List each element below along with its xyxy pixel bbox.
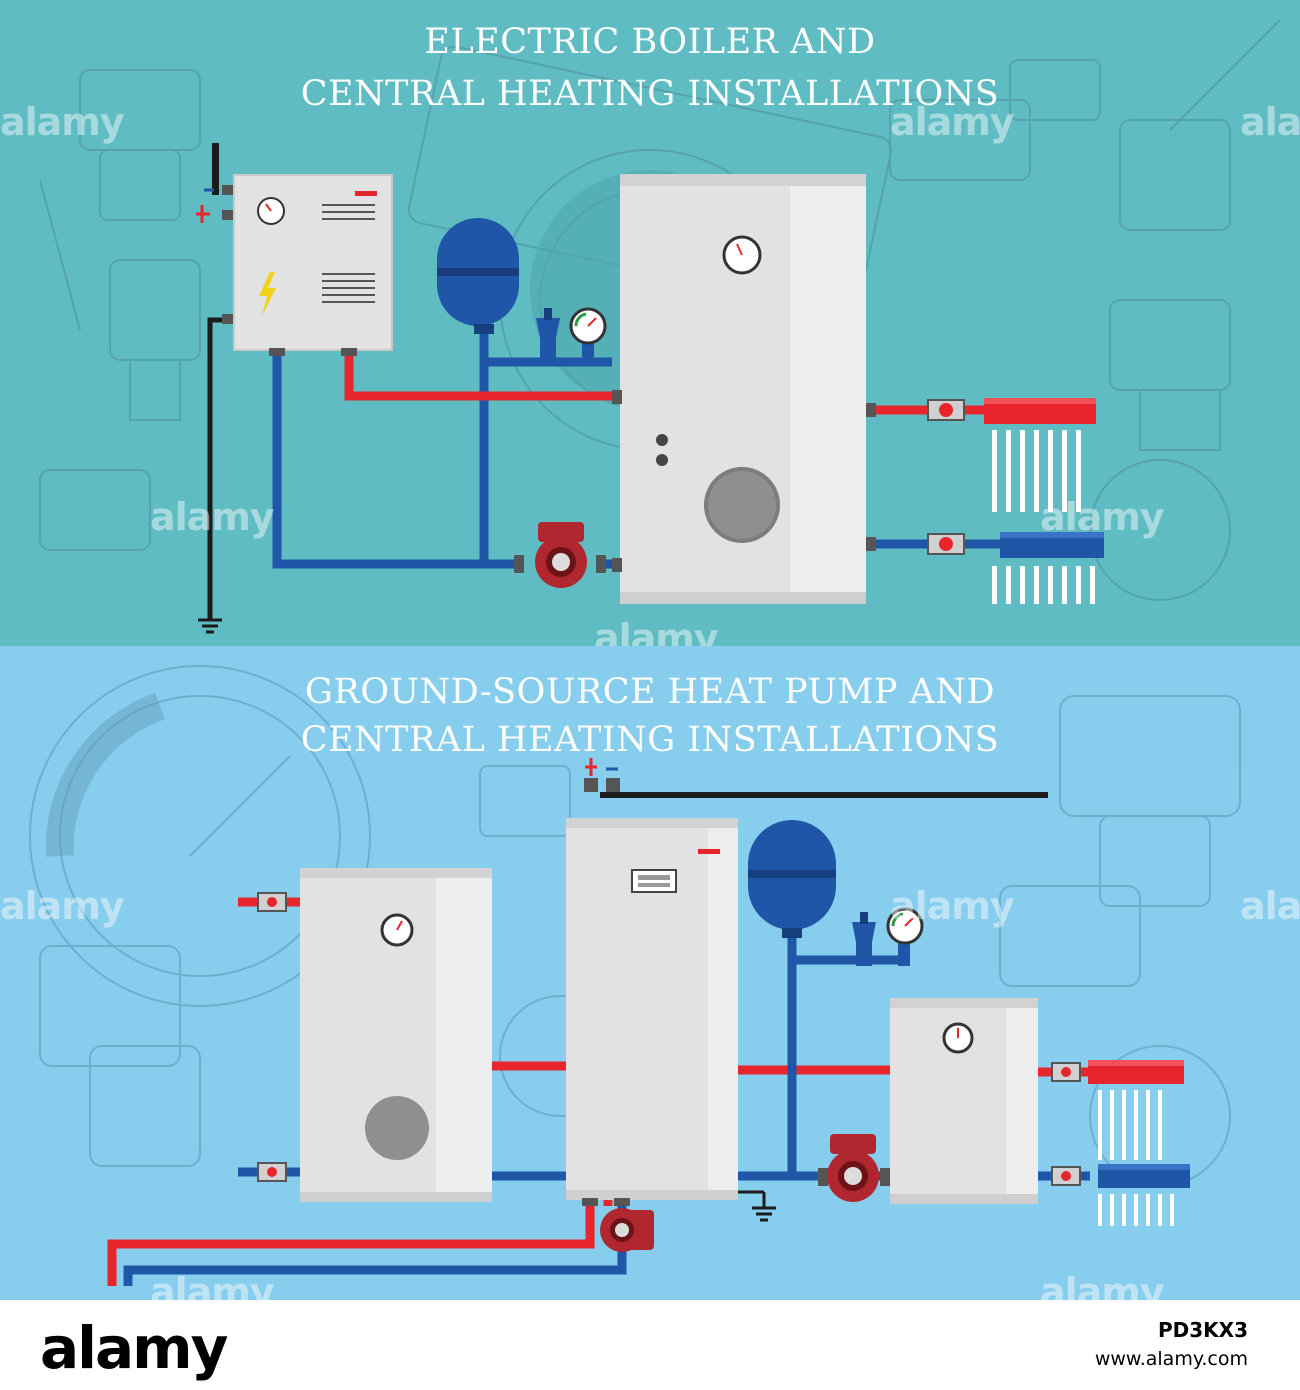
watermark: alamy xyxy=(150,495,275,539)
hot-water-cylinder-icon xyxy=(612,174,876,604)
heat-pump-diagram xyxy=(0,646,1300,1300)
ball-valve-icon xyxy=(927,399,965,555)
electric-boiler-diagram xyxy=(0,0,1300,646)
safety-valve-group xyxy=(852,907,924,966)
lightning-icon xyxy=(259,272,276,316)
watermark: alamy xyxy=(0,100,125,144)
electric-boiler-icon xyxy=(196,143,393,356)
ball-valve-icon xyxy=(257,892,1081,1186)
gauge-arc-decor xyxy=(45,692,165,857)
bottom-title-line-2: CENTRAL HEATING INSTALLATIONS xyxy=(300,720,1000,760)
footer-bar: alamy PD3KX3 www.alamy.com xyxy=(0,1300,1300,1390)
circulation-pump-icon xyxy=(514,522,606,588)
watermark: alamy xyxy=(890,100,1015,144)
watermark: alamy xyxy=(1040,495,1165,539)
footer-url: www.alamy.com xyxy=(1094,1348,1248,1370)
electric-boiler-panel: ELECTRIC BOILER AND CENTRAL HEATING INST… xyxy=(0,0,1300,646)
watermark: alamy xyxy=(1240,884,1300,928)
manifold-icon xyxy=(984,398,1104,604)
ground-icon xyxy=(738,1190,776,1222)
heat-pump-panel: GROUND-SOURCE HEAT PUMP AND CENTRAL HEAT… xyxy=(0,646,1300,1300)
circulation-pump-icon xyxy=(600,1208,654,1252)
footer-image-id: PD3KX3 xyxy=(1157,1318,1248,1342)
watermark: alamy xyxy=(890,884,1015,928)
watermark: alamy xyxy=(1240,100,1300,144)
heat-pump-icon xyxy=(566,758,738,1206)
pressure-gauge-icon xyxy=(569,307,607,345)
electric-boiler-icon xyxy=(890,998,1038,1204)
expansion-tank-icon xyxy=(748,820,836,938)
pressure-gauge-icon xyxy=(886,907,924,945)
bottom-title-line-1: GROUND-SOURCE HEAT PUMP AND xyxy=(305,672,995,712)
safety-valve-group xyxy=(536,307,607,362)
footer-logo: alamy xyxy=(40,1314,228,1382)
circulation-pump-icon xyxy=(818,1134,890,1202)
hot-water-cylinder-icon xyxy=(300,868,492,1202)
background-line-art xyxy=(29,665,1241,1187)
watermark: alamy xyxy=(594,616,719,646)
top-title-line-1: ELECTRIC BOILER AND xyxy=(424,22,876,62)
expansion-tank-icon xyxy=(437,218,519,334)
manifold-icon xyxy=(1088,1060,1190,1226)
watermark: alamy xyxy=(0,884,125,928)
watermark: alamy xyxy=(1040,1270,1165,1300)
top-title-line-2: CENTRAL HEATING INSTALLATIONS xyxy=(300,74,1000,114)
watermark: alamy xyxy=(150,1270,275,1300)
